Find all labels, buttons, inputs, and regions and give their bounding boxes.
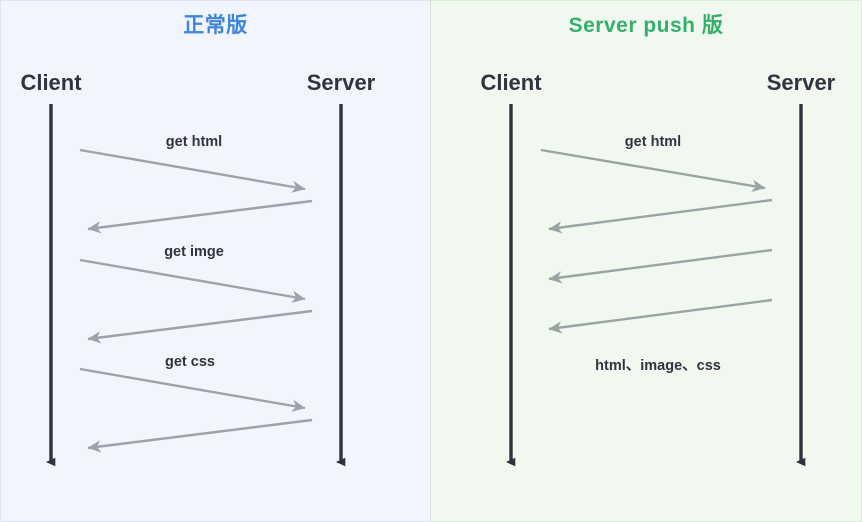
panel-title-server-push: Server push 版 xyxy=(568,14,724,37)
message-arrow-push-response-1 xyxy=(548,198,773,234)
message-arrow-push-response-3 xyxy=(548,298,773,334)
message-arrow-get-css xyxy=(79,367,306,412)
actor-label-normal-server: Server xyxy=(306,70,376,95)
actor-label-push-client: Client xyxy=(480,70,542,95)
message-arrow-get-imge xyxy=(79,258,306,303)
message-label-get-imge: get imge xyxy=(164,244,224,260)
panel-normal: 正常版 xyxy=(0,0,431,522)
message-label-get-css: get css xyxy=(165,354,215,370)
message-arrow-imge-response xyxy=(87,309,313,344)
annotation-label-push-payload: html、image、css xyxy=(595,358,721,374)
actor-label-push-server: Server xyxy=(766,70,836,95)
message-arrow-css-response xyxy=(87,418,313,453)
panel-server-push: Server push 版 xyxy=(431,0,862,522)
actor-label-normal-client: Client xyxy=(20,70,82,95)
message-arrow-get-html xyxy=(79,148,306,193)
message-arrow-push-response-2 xyxy=(548,248,773,284)
message-arrow-push-get-html xyxy=(540,148,766,192)
panel-title-normal: 正常版 xyxy=(183,14,248,37)
message-label-push-get-html: get html xyxy=(624,134,682,150)
message-arrow-html-response xyxy=(87,199,313,234)
message-label-get-html: get html xyxy=(165,134,223,150)
